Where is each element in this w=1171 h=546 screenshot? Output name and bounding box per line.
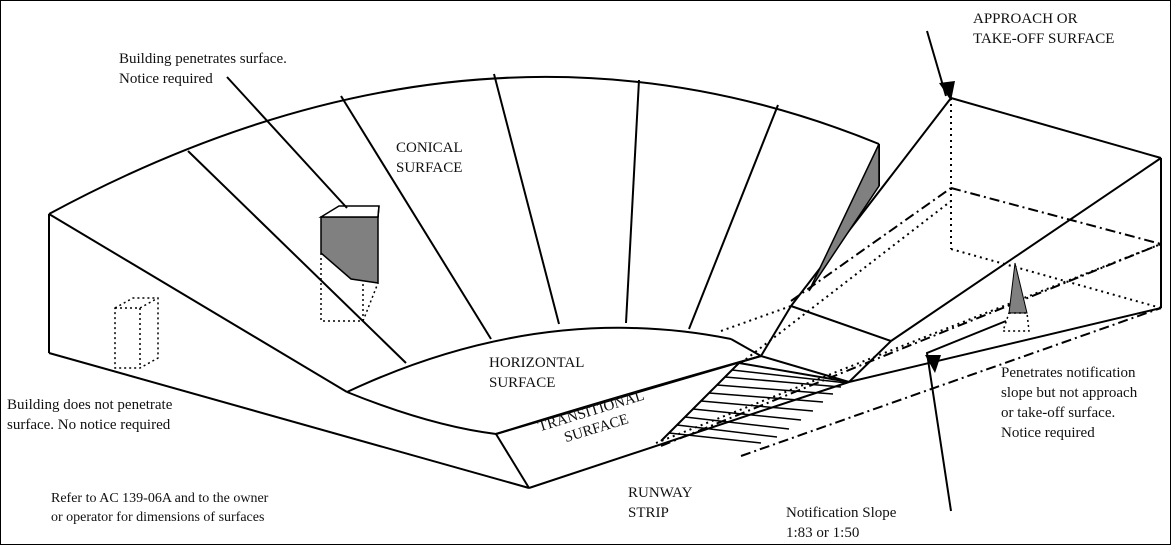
dashdot-lower	[740, 307, 1162, 457]
dashdot-notif-slope	[660, 243, 1162, 447]
runway-strip-edge-2	[738, 362, 850, 383]
transition-to-approach	[760, 305, 792, 357]
radial-line-1	[187, 150, 407, 364]
approach-inner-bottom	[890, 157, 1162, 342]
radial-line-3	[493, 73, 560, 325]
transitional-right-end	[760, 355, 850, 383]
label-approach: APPROACH OR TAKE-OFF SURFACE	[973, 11, 1115, 47]
horizontal-curve-link	[730, 338, 762, 357]
transitional-left-end	[495, 433, 530, 489]
left-slope-line	[48, 213, 348, 393]
dotted-runway-centre	[740, 200, 952, 364]
arrow-approach	[939, 81, 955, 101]
radial-line-5	[688, 104, 779, 330]
leader-notification	[925, 320, 1007, 512]
label-horizontal: HORIZONTAL SURFACE	[489, 355, 585, 391]
label-penetrates-notification: Penetrates notification slope but not ap…	[1001, 365, 1138, 441]
label-building-not-penetrate: Building does not penetrate surface. No …	[7, 397, 173, 433]
conical-shaded-wedge	[808, 143, 880, 292]
horizontal-surface-inner-curve	[346, 326, 732, 393]
approach-base-line	[790, 305, 892, 342]
dashdot-approach-right	[950, 187, 1162, 245]
dashdot-approach-top	[790, 187, 952, 302]
dotted-notif-1	[655, 243, 1162, 444]
label-refer: Refer to AC 139-06A and to the owner or …	[51, 491, 269, 525]
radial-line-2	[340, 95, 492, 340]
building-not-penetrating	[114, 297, 159, 369]
leader-building	[226, 76, 348, 209]
transitional-top	[495, 355, 762, 435]
runway-strip-edge	[660, 362, 740, 442]
bottom-edge-left	[48, 352, 530, 489]
outer-boundary	[48, 75, 880, 215]
label-conical: CONICAL SURFACE	[396, 140, 463, 176]
dotted-upper-2	[950, 248, 1162, 309]
approach-lower-edge	[848, 307, 1162, 383]
building-penetrating	[318, 205, 380, 322]
approach-left-edge	[790, 97, 952, 307]
label-building-penetrates: Building penetrates surface. Notice requ…	[119, 51, 287, 87]
runway-strip-hatching	[668, 369, 848, 444]
label-runway-strip: RUNWAY STRIP	[628, 485, 693, 521]
arrow-notification	[925, 355, 941, 373]
dotted-left-edge	[720, 305, 792, 332]
obstacle-notification	[1001, 262, 1030, 332]
approach-top-edge	[950, 97, 1162, 159]
radial-line-4	[625, 79, 640, 324]
label-notification-slope: Notification Slope 1:83 or 1:50	[786, 505, 897, 541]
